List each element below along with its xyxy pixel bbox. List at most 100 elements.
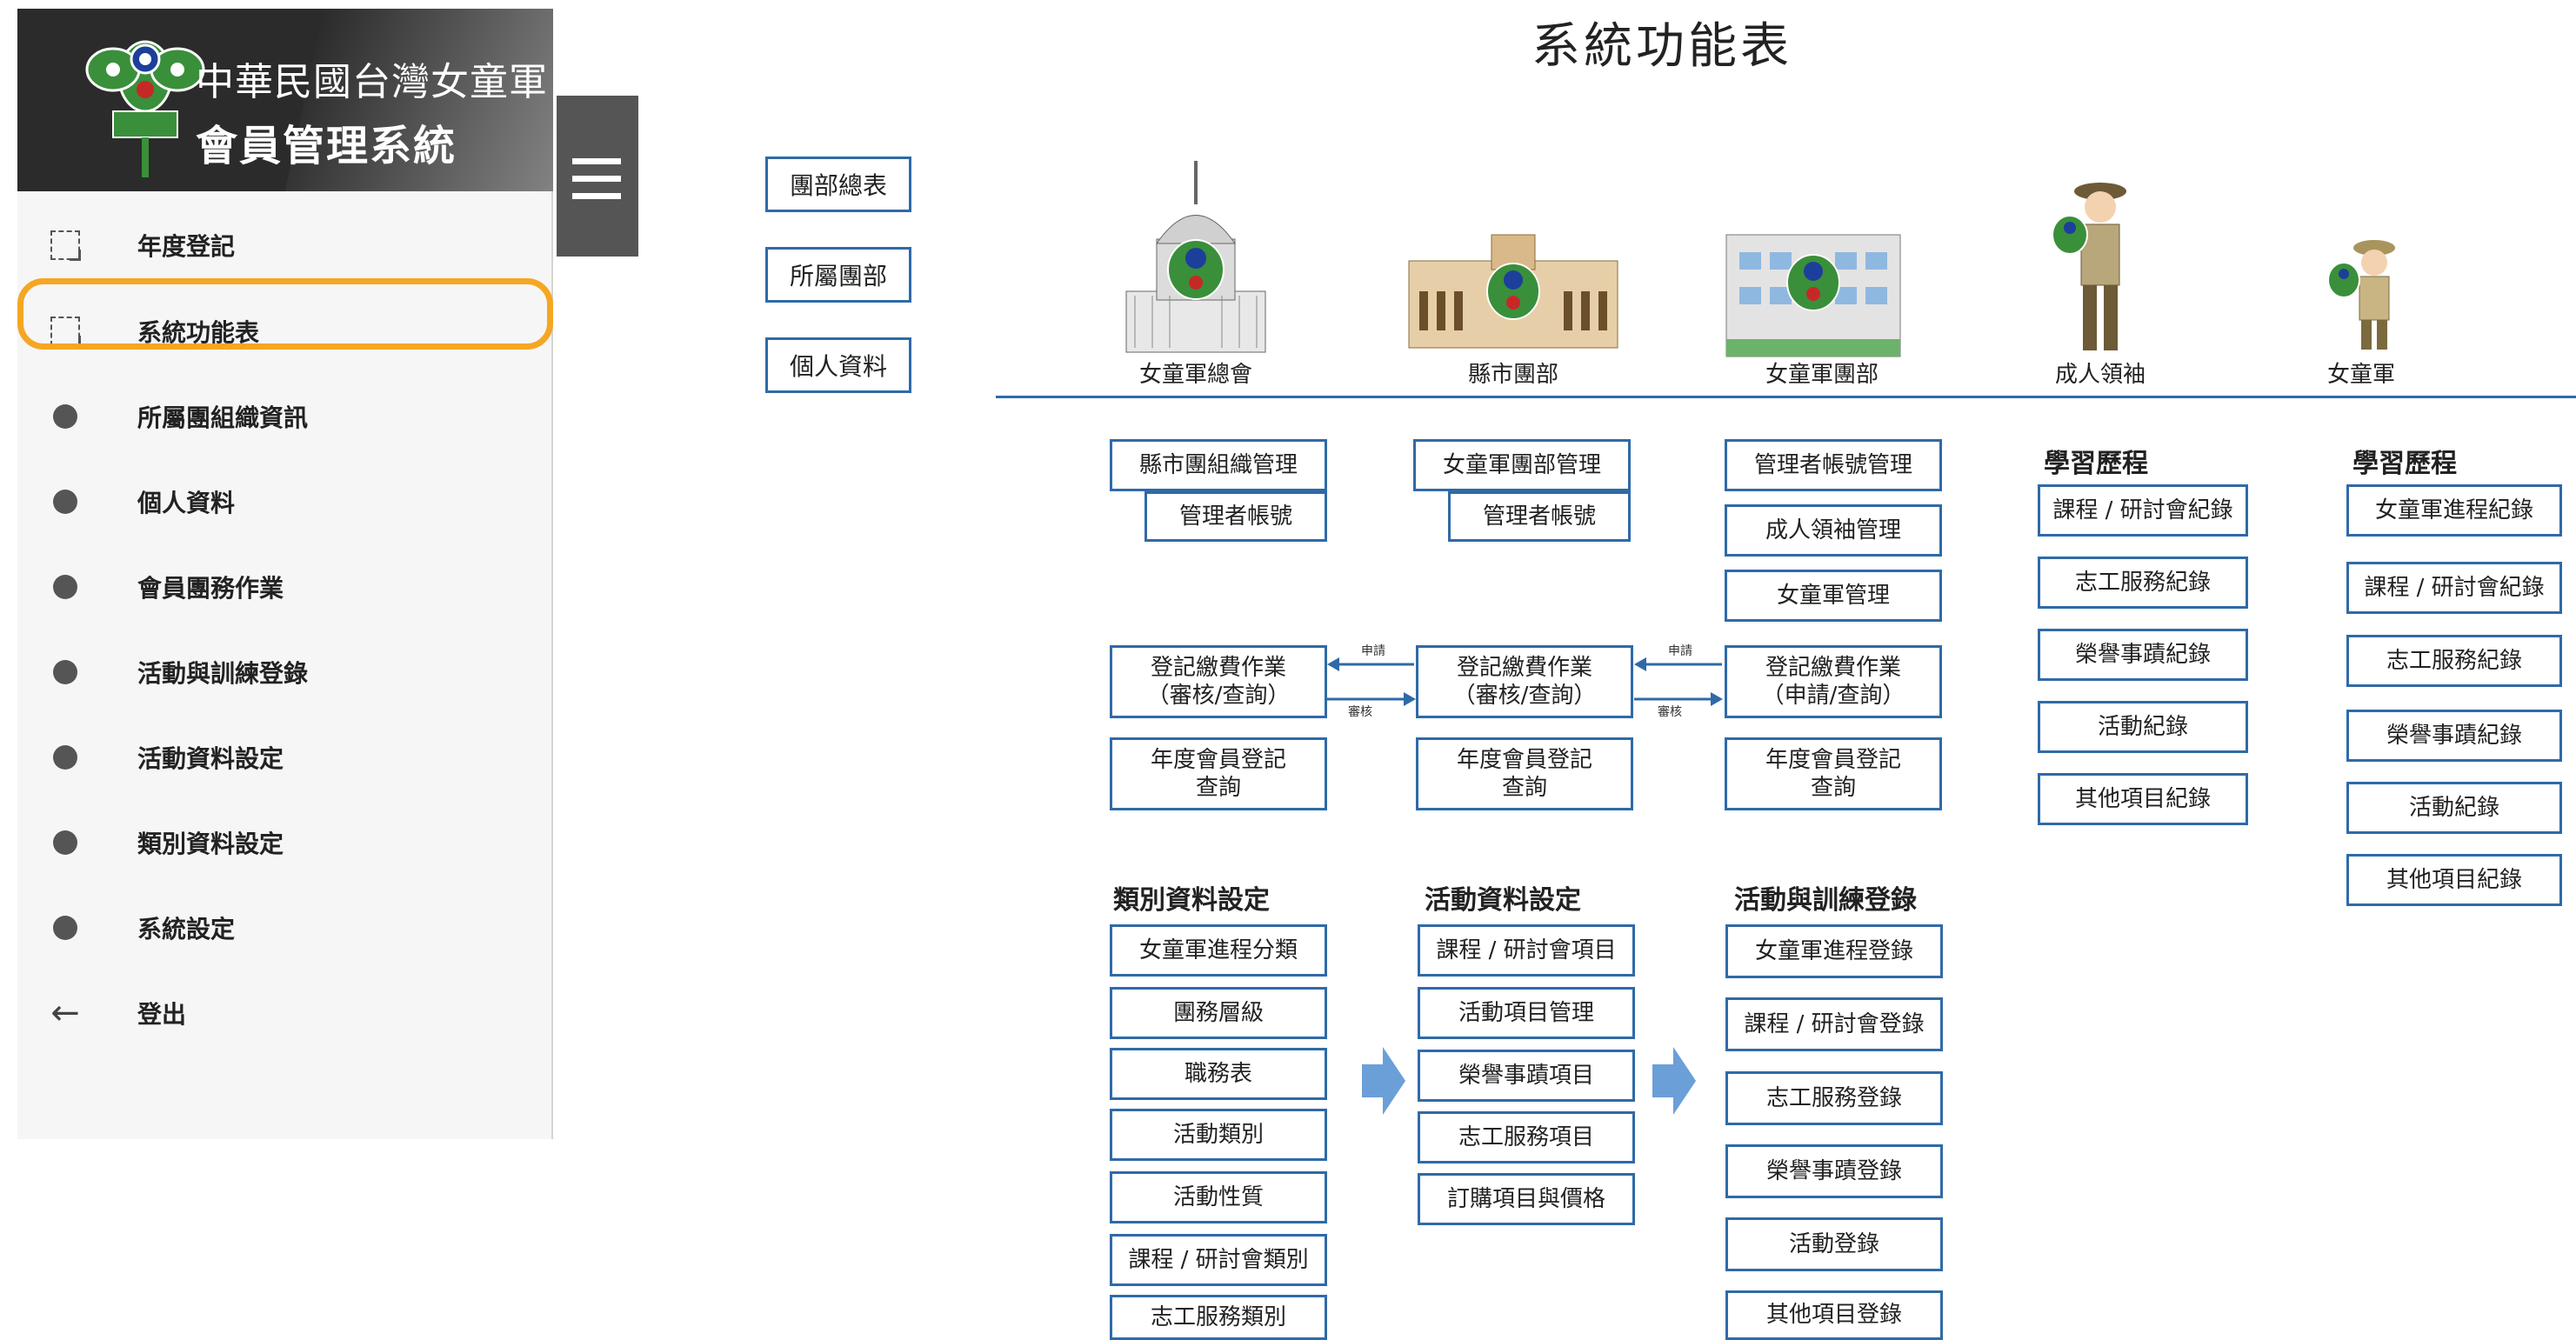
dot-icon	[49, 485, 82, 518]
girl-activity-record[interactable]: 活動紀錄	[2346, 782, 2562, 834]
arrow-tag-review-1: 審核	[1348, 705, 1372, 719]
training-honor-reg[interactable]: 榮譽事蹟登錄	[1725, 1144, 1943, 1198]
role-label-unit: 女童軍團部	[1765, 362, 1879, 388]
box-annual-query-county[interactable]: 年度會員登記 查詢	[1416, 737, 1633, 810]
menu-item-organization-info[interactable]: 所屬團組織資訊	[17, 374, 553, 459]
box-unit-mgmt[interactable]: 女童軍團部管理	[1413, 439, 1631, 491]
box-girl-scout-mgmt[interactable]: 女童軍管理	[1725, 570, 1942, 622]
flow-arrow-right-icon	[1652, 1047, 1696, 1115]
box-annual-query-hq[interactable]: 年度會員登記 查詢	[1110, 737, 1327, 810]
training-activity-reg[interactable]: 活動登錄	[1725, 1217, 1943, 1271]
side-button-affiliated-unit[interactable]: 所屬團部	[765, 247, 911, 303]
role-label-leader: 成人領袖	[2054, 362, 2146, 388]
sidebar-menu: 年度登記 系統功能表 所屬團組織資訊 個人資料 會員團務作業 活動與訓練登錄 活…	[17, 202, 553, 1056]
dot-icon	[49, 911, 82, 944]
school-building-icon	[1725, 234, 1901, 357]
activity-volunteer-items[interactable]: 志工服務項目	[1418, 1111, 1635, 1163]
menu-item-label: 會員團務作業	[137, 574, 284, 603]
brand-line1: 中華民國台灣女童軍	[196, 60, 548, 104]
training-progress-reg[interactable]: 女童軍進程登錄	[1725, 924, 1943, 978]
menu-item-label: 系統功能表	[137, 318, 260, 347]
training-course-reg[interactable]: 課程 / 研討會登錄	[1725, 997, 1943, 1051]
activity-order-pricing[interactable]: 訂購項目與價格	[1418, 1173, 1635, 1225]
girl-guides-logo	[85, 40, 205, 177]
girl-course-record[interactable]: 課程 / 研討會紀錄	[2346, 562, 2562, 614]
role-label-girl: 女童軍	[2326, 362, 2395, 388]
box-annual-query-unit[interactable]: 年度會員登記 查詢	[1725, 737, 1942, 810]
box-fee-review-county[interactable]: 登記繳費作業 （審核/查詢）	[1416, 645, 1633, 718]
menu-item-personal-info[interactable]: 個人資料	[17, 459, 553, 544]
category-activity-type[interactable]: 活動類別	[1110, 1109, 1327, 1161]
menu-item-system-function-table[interactable]: 系統功能表	[17, 289, 553, 374]
leader-activity-record[interactable]: 活動紀錄	[2038, 701, 2248, 753]
menu-item-label: 年度登記	[137, 232, 236, 261]
category-course-type[interactable]: 課程 / 研討會類別	[1110, 1234, 1327, 1286]
menu-item-label: 個人資料	[137, 489, 236, 517]
adult-leader-figure-icon	[2052, 183, 2126, 350]
girl-honor-record[interactable]: 榮譽事蹟紀錄	[2346, 710, 2562, 762]
menu-item-category-settings[interactable]: 類別資料設定	[17, 800, 553, 885]
function-diagram: 系統功能表 團部總表 所屬團部 個人資料	[748, 0, 2576, 1340]
capitol-building-icon	[1125, 161, 1266, 353]
leader-other-record[interactable]: 其他項目紀錄	[2038, 773, 2248, 825]
leader-course-record[interactable]: 課程 / 研討會紀錄	[2038, 484, 2248, 537]
menu-item-activity-settings[interactable]: 活動資料設定	[17, 715, 553, 800]
dot-icon	[49, 741, 82, 774]
box-admin-account-hq[interactable]: 管理者帳號	[1145, 491, 1327, 542]
leader-honor-record[interactable]: 榮譽事蹟紀錄	[2038, 629, 2248, 681]
arrow-tag-apply-1: 申請	[1361, 644, 1385, 658]
girl-progress-record[interactable]: 女童軍進程紀錄	[2346, 484, 2562, 537]
box-fee-apply-unit[interactable]: 登記繳費作業 （申請/查詢）	[1725, 645, 1942, 718]
role-divider-line	[996, 396, 2576, 398]
box-county-org-mgmt[interactable]: 縣市團組織管理	[1110, 439, 1327, 491]
menu-item-label: 活動與訓練登錄	[137, 659, 309, 688]
side-button-unit-summary[interactable]: 團部總表	[765, 157, 911, 212]
side-button-personal-info[interactable]: 個人資料	[765, 337, 911, 393]
leader-learning-heading: 學習歷程	[2044, 449, 2148, 479]
arrow-tag-apply-2: 申請	[1668, 644, 1692, 658]
training-registration-heading: 活動與訓練登錄	[1734, 885, 1917, 916]
leader-volunteer-record[interactable]: 志工服務紀錄	[2038, 557, 2248, 609]
menu-item-label: 活動資料設定	[137, 744, 284, 773]
girl-learning-heading: 學習歷程	[2352, 449, 2457, 479]
training-other-reg[interactable]: 其他項目登錄	[1725, 1290, 1943, 1340]
menu-item-label: 類別資料設定	[137, 830, 284, 858]
training-volunteer-reg[interactable]: 志工服務登錄	[1725, 1071, 1943, 1125]
dot-icon	[49, 656, 82, 689]
activity-honor-items[interactable]: 榮譽事蹟項目	[1418, 1050, 1635, 1102]
girl-other-record[interactable]: 其他項目紀錄	[2346, 854, 2562, 906]
activity-settings-heading: 活動資料設定	[1425, 885, 1581, 916]
box-fee-review-hq[interactable]: 登記繳費作業 （審核/查詢）	[1110, 645, 1327, 718]
category-activity-nature[interactable]: 活動性質	[1110, 1171, 1327, 1223]
sidebar: 中華民國台灣女童軍 會員管理系統 年度登記 系統功能表 所屬團組織資訊 個人資料…	[17, 9, 553, 1139]
city-hall-icon	[1408, 234, 1618, 349]
category-girl-progress[interactable]: 女童軍進程分類	[1110, 924, 1327, 977]
hamburger-menu-button[interactable]	[557, 96, 638, 257]
select-icon	[49, 229, 82, 262]
girl-volunteer-record[interactable]: 志工服務紀錄	[2346, 635, 2562, 687]
page-title: 系統功能表	[1532, 18, 1792, 75]
role-label-county: 縣市團部	[1467, 362, 1558, 388]
arrow-tag-review-2: 審核	[1658, 705, 1682, 719]
menu-item-activity-training[interactable]: 活動與訓練登錄	[17, 630, 553, 715]
fee-flow-arrows	[1327, 657, 1723, 706]
menu-item-logout[interactable]: ← 登出	[17, 970, 553, 1056]
menu-item-label: 登出	[137, 1000, 187, 1029]
category-unit-level[interactable]: 團務層級	[1110, 987, 1327, 1039]
girl-scout-figure-icon	[2327, 240, 2395, 350]
dot-icon	[49, 400, 82, 433]
menu-item-member-affairs[interactable]: 會員團務作業	[17, 544, 553, 630]
dot-icon	[49, 826, 82, 859]
brand-header: 中華民國台灣女童軍 會員管理系統	[17, 9, 553, 191]
activity-course-items[interactable]: 課程 / 研討會項目	[1418, 924, 1635, 977]
menu-item-annual-registration[interactable]: 年度登記	[17, 202, 553, 289]
role-label-hq: 女童軍總會	[1138, 362, 1252, 388]
category-volunteer-type[interactable]: 志工服務類別	[1110, 1295, 1327, 1340]
box-admin-account-mgmt[interactable]: 管理者帳號管理	[1725, 439, 1942, 491]
category-position-table[interactable]: 職務表	[1110, 1048, 1327, 1100]
box-admin-account-county[interactable]: 管理者帳號	[1448, 491, 1631, 542]
activity-item-mgmt[interactable]: 活動項目管理	[1418, 987, 1635, 1039]
menu-item-label: 系統設定	[137, 915, 236, 943]
menu-item-system-settings[interactable]: 系統設定	[17, 885, 553, 970]
box-adult-leader-mgmt[interactable]: 成人領袖管理	[1725, 504, 1942, 557]
